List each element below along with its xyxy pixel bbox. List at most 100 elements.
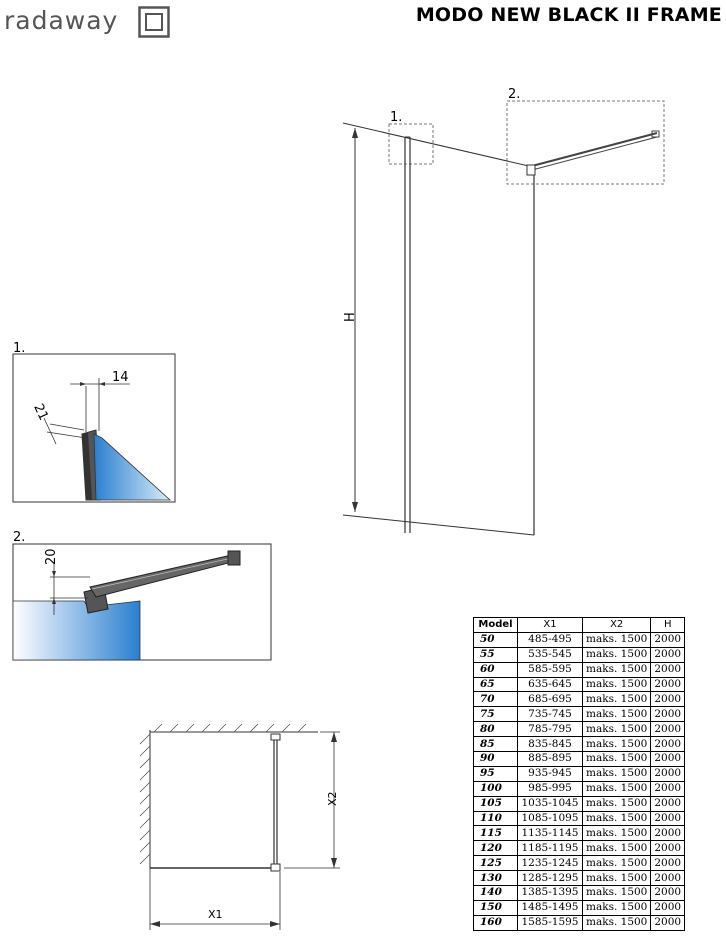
cell-x2: maks. 1500 — [581, 676, 652, 693]
cell-x1: 1235-1245 — [517, 855, 583, 872]
cell-h: 2000 — [650, 899, 686, 916]
stabilizer-wall-mount — [651, 130, 660, 138]
cell-x1: 735-745 — [517, 706, 583, 723]
detail-1-dim-side: 21 — [30, 402, 51, 423]
cell-x1: 1485-1495 — [517, 899, 583, 916]
cell-h: 2000 — [650, 765, 686, 782]
cell-h: 2000 — [650, 676, 686, 693]
callout-box-1 — [388, 123, 434, 165]
cell-x2: maks. 1500 — [581, 751, 652, 767]
plan-x2-label: X2 — [326, 791, 339, 806]
cell-x2: maks. 1500 — [581, 885, 652, 901]
cell-model: 95 — [473, 765, 518, 782]
callout-label-1: 1. — [390, 110, 402, 125]
brand-name: radaway — [4, 6, 119, 35]
header-model: Model — [473, 617, 518, 633]
cell-model: 70 — [473, 691, 518, 708]
cell-model: 110 — [473, 810, 518, 827]
cell-model: 50 — [473, 631, 518, 648]
cell-model: 120 — [473, 840, 518, 857]
cell-model: 85 — [473, 736, 518, 753]
cell-model: 65 — [473, 676, 518, 693]
cell-h: 2000 — [650, 646, 686, 663]
cell-model: 100 — [473, 780, 518, 797]
cell-x2: maks. 1500 — [581, 870, 652, 887]
cell-x2: maks. 1500 — [581, 691, 652, 708]
cell-x2: maks. 1500 — [581, 765, 652, 782]
cell-h: 2000 — [650, 810, 686, 827]
cell-model: 150 — [473, 899, 518, 916]
cell-h: 2000 — [650, 780, 686, 797]
cell-h: 2000 — [650, 870, 686, 887]
cell-x2: maks. 1500 — [581, 780, 652, 797]
brand-logo: radaway — [4, 4, 184, 40]
cell-x1: 1085-1095 — [517, 810, 583, 827]
cell-x1: 1585-1595 — [517, 914, 583, 931]
cell-h: 2000 — [650, 736, 686, 753]
cell-h: 2000 — [650, 661, 686, 678]
detail-2-label: 2. — [13, 530, 25, 545]
brand-square-icon — [138, 6, 170, 38]
cell-h: 2000 — [650, 914, 686, 931]
cell-x1: 835-845 — [517, 736, 583, 753]
cell-model: 140 — [473, 885, 518, 901]
cell-x1: 485-495 — [517, 631, 583, 648]
detail-1-drawing: 1. 14 21 — [12, 341, 176, 503]
cell-x1: 685-695 — [517, 691, 583, 708]
cell-x1: 885-895 — [517, 751, 583, 767]
cell-x1: 1285-1295 — [517, 870, 583, 887]
plan-x1-label: X1 — [208, 908, 223, 921]
detail-1-glass — [93, 433, 172, 501]
detail-1-label: 1. — [13, 341, 25, 356]
cell-model: 90 — [473, 751, 518, 767]
cell-h: 2000 — [650, 721, 686, 738]
product-title: MODO NEW BLACK II FRAME — [415, 4, 722, 26]
stabilizer-bar — [531, 132, 658, 167]
height-label: H — [343, 312, 358, 322]
cell-x2: maks. 1500 — [581, 855, 652, 872]
glass-top-edge — [342, 122, 534, 168]
cell-model: 80 — [473, 721, 518, 738]
detail-2-glass — [12, 600, 141, 661]
cell-h: 2000 — [650, 840, 686, 857]
detail-2-drawing: 2. 20 — [12, 530, 272, 661]
cell-x1: 935-945 — [517, 765, 583, 782]
cell-x2: maks. 1500 — [581, 899, 652, 916]
cell-x2: maks. 1500 — [581, 661, 652, 678]
cell-h: 2000 — [650, 885, 686, 901]
callout-label-2: 2. — [508, 87, 520, 102]
cell-x1: 1385-1395 — [517, 885, 583, 901]
cell-x1: 985-995 — [517, 780, 583, 797]
cell-x2: maks. 1500 — [581, 631, 652, 648]
cell-model: 55 — [473, 646, 518, 663]
cell-x1: 1135-1145 — [517, 825, 583, 842]
cell-x1: 585-595 — [517, 661, 583, 678]
cell-h: 2000 — [650, 855, 686, 872]
cell-x2: maks. 1500 — [581, 825, 652, 842]
cell-x2: maks. 1500 — [581, 646, 652, 663]
cell-x1: 785-795 — [517, 721, 583, 738]
cell-h: 2000 — [650, 795, 686, 812]
cell-h: 2000 — [650, 691, 686, 708]
glass-bottom-edge — [342, 514, 535, 536]
plan-view-drawing: X2 X1 — [139, 723, 340, 930]
cell-x2: maks. 1500 — [581, 795, 652, 812]
cell-x2: maks. 1500 — [581, 810, 652, 827]
